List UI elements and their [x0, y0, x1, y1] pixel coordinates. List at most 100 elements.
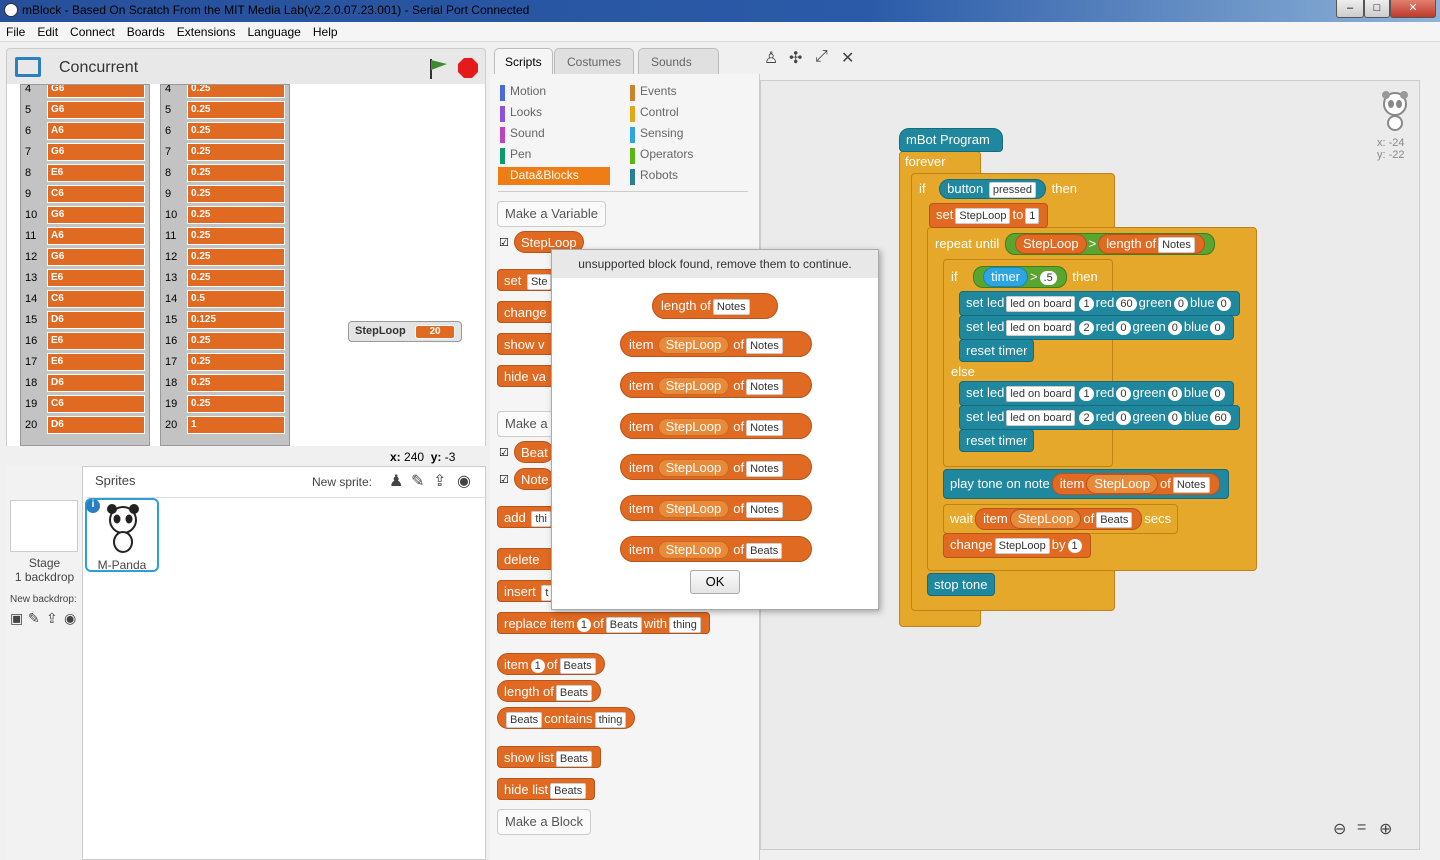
list-value[interactable]: C6 [47, 290, 145, 308]
menu-file[interactable]: File [6, 25, 26, 39]
list-value[interactable]: G6 [47, 248, 145, 266]
beats-checkbox[interactable]: ☑ [499, 447, 509, 459]
stage-thumbnail[interactable] [10, 500, 78, 552]
fullscreen-icon[interactable] [15, 57, 41, 77]
tab-costumes[interactable]: Costumes [554, 48, 635, 74]
category-sound[interactable]: Sound [500, 126, 545, 144]
palette-show-variable-block[interactable]: show v [497, 333, 557, 355]
list-value[interactable]: 0.25 [187, 227, 285, 245]
list-value[interactable]: 0.25 [187, 206, 285, 224]
zoom-reset-icon[interactable]: = [1357, 819, 1367, 836]
list-value[interactable]: 0.25 [187, 269, 285, 287]
ok-button[interactable]: OK [690, 570, 740, 594]
list-value[interactable]: 0.25 [187, 122, 285, 140]
menu-boards[interactable]: Boards [126, 25, 165, 39]
list-value[interactable]: E6 [47, 269, 145, 287]
palette-beats-reporter[interactable]: Beat [514, 441, 554, 463]
paint-sprite-icon[interactable]: ✎ [411, 473, 425, 490]
upload-backdrop-icon[interactable]: ⇪ [46, 610, 58, 626]
list-value[interactable]: 0.5 [187, 290, 285, 308]
info-icon[interactable]: i [86, 499, 100, 513]
category-operators[interactable]: Operators [630, 147, 693, 165]
list-value[interactable]: 1 [187, 416, 285, 434]
list-value[interactable]: E6 [47, 164, 145, 182]
tab-scripts[interactable]: Scripts [494, 48, 553, 74]
category-robots[interactable]: Robots [630, 168, 678, 186]
list-value[interactable]: D6 [47, 416, 145, 434]
list-value[interactable]: 0.25 [187, 248, 285, 266]
menu-connect[interactable]: Connect [70, 25, 115, 39]
maximize-button[interactable]: □ [1364, 0, 1390, 18]
list-value[interactable]: 0.25 [187, 374, 285, 392]
menu-language[interactable]: Language [247, 25, 301, 39]
palette-notes-reporter[interactable]: Note [514, 468, 554, 490]
palette-hide-variable-block[interactable]: hide va [497, 365, 557, 387]
list-value[interactable]: 0.25 [187, 185, 285, 203]
list-value[interactable]: A6 [47, 227, 145, 245]
list-value[interactable]: 0.25 [187, 143, 285, 161]
palette-insert-block[interactable]: insert t [497, 580, 557, 602]
stage-cell[interactable]: Stage 1 backdrop New backdrop: ▣ ✎ ⇪ ◉ [6, 466, 83, 860]
cut-icon[interactable]: ✣ [789, 50, 803, 67]
category-data-blocks[interactable]: Data&Blocks [498, 167, 610, 185]
zoom-in-icon[interactable]: ⊕ [1379, 821, 1393, 838]
list-value[interactable]: G6 [47, 85, 145, 98]
sprite-thumbnail[interactable]: i M-Panda [85, 498, 159, 572]
palette-add-block[interactable]: add thi [497, 506, 557, 528]
make-block-button[interactable]: Make a Block [497, 809, 592, 835]
duplicate-icon[interactable]: ♙ [764, 50, 779, 67]
list-value[interactable]: 0.125 [187, 311, 285, 329]
category-sensing[interactable]: Sensing [630, 126, 683, 144]
category-pen[interactable]: Pen [500, 147, 531, 165]
sprite-library-icon[interactable]: ♟ [389, 473, 404, 490]
menu-extensions[interactable]: Extensions [176, 25, 236, 39]
list-value[interactable]: E6 [47, 332, 145, 350]
mbot-program-hat[interactable]: mBot Program [899, 128, 1003, 152]
zoom-out-icon[interactable]: ⊖ [1333, 821, 1347, 838]
shrink-icon[interactable]: ✕ [841, 50, 855, 67]
make-variable-button[interactable]: Make a Variable [497, 201, 606, 227]
category-events[interactable]: Events [630, 84, 677, 102]
green-flag-icon[interactable] [427, 57, 449, 84]
palette-set-block[interactable]: set Ste [497, 269, 557, 291]
reset-timer-block-2[interactable]: reset timer [959, 429, 1035, 452]
upload-sprite-icon[interactable]: ⇪ [433, 473, 447, 490]
list-value[interactable]: G6 [47, 101, 145, 119]
list-value[interactable]: 0.25 [187, 101, 285, 119]
camera-icon[interactable]: ◉ [457, 473, 471, 490]
steploop-checkbox[interactable]: ☑ [499, 237, 509, 249]
minimize-button[interactable]: – [1336, 0, 1364, 18]
stop-tone-block[interactable]: stop tone [927, 573, 995, 596]
list-value[interactable]: A6 [47, 122, 145, 140]
category-control[interactable]: Control [630, 105, 679, 123]
list-value[interactable]: D6 [47, 311, 145, 329]
list-value[interactable]: 0.25 [187, 395, 285, 413]
menu-edit[interactable]: Edit [37, 25, 59, 39]
grow-icon[interactable]: ⤢ [815, 48, 828, 65]
palette-change-block[interactable]: change [497, 301, 557, 323]
make-list-button[interactable]: Make a [497, 411, 557, 437]
backdrop-camera-icon[interactable]: ◉ [64, 610, 77, 626]
list-value[interactable]: G6 [47, 143, 145, 161]
notes-checkbox[interactable]: ☑ [499, 474, 509, 486]
list-value[interactable]: C6 [47, 185, 145, 203]
list-value[interactable]: E6 [47, 353, 145, 371]
palette-delete-block[interactable]: delete [497, 548, 557, 570]
list-value[interactable]: G6 [47, 206, 145, 224]
stop-icon[interactable] [457, 57, 479, 82]
list-value[interactable]: C6 [47, 395, 145, 413]
list-value[interactable]: 0.25 [187, 332, 285, 350]
